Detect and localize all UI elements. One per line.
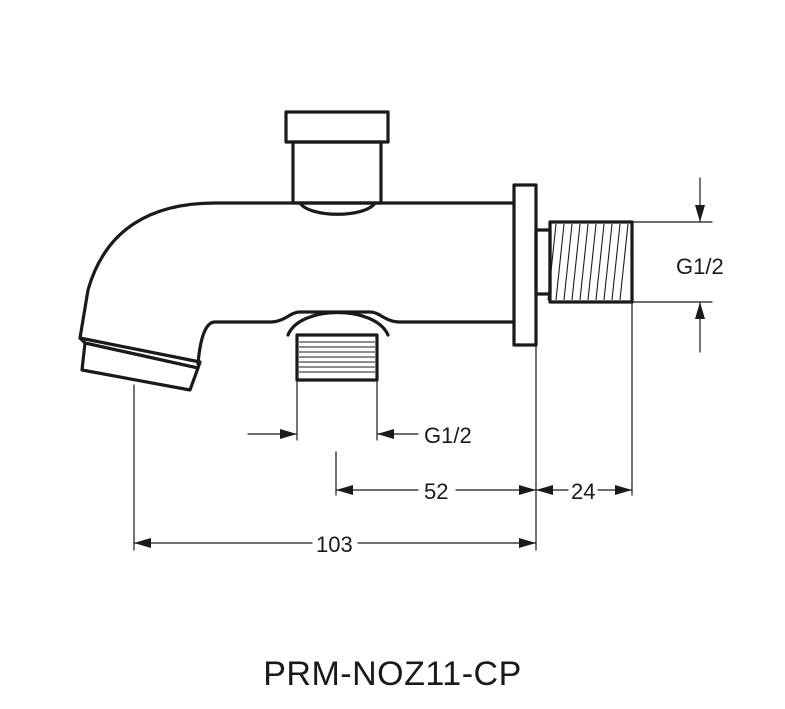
arrow-right-icon [519,538,536,548]
arrow-right-icon [519,485,536,495]
spout-body [78,201,516,366]
arrow-down-icon [695,205,705,222]
bottom-thread-lines [299,341,375,373]
diverter-knob [284,110,390,216]
threaded-connector [534,220,634,304]
bottom-thread-dimension: G1/2 [247,379,472,448]
arrow-right-icon [280,429,297,439]
bottom-thread-label: G1/2 [424,423,472,448]
side-thread-dimension: G1/2 [631,177,724,353]
connector-thread-lines [547,223,629,301]
nozzle-tip [78,336,202,392]
arrow-up-icon [695,302,705,319]
bottom-outlet [286,310,390,382]
dimension-52-label: 52 [424,479,448,504]
arrow-left-icon [336,485,353,495]
dimension-103-label: 103 [316,532,353,557]
side-thread-label: G1/2 [676,254,724,279]
length-dimensions: 52 24 [335,301,633,551]
arrow-right-icon [615,485,632,495]
arrow-left-icon [536,485,553,495]
arrow-left-icon [377,429,394,439]
overall-dimension: 103 [133,384,537,557]
wall-flange [512,183,538,347]
dimension-24-label: 24 [571,479,595,504]
arrow-left-icon [134,538,151,548]
model-code: PRM-NOZ11-CP [263,655,522,693]
